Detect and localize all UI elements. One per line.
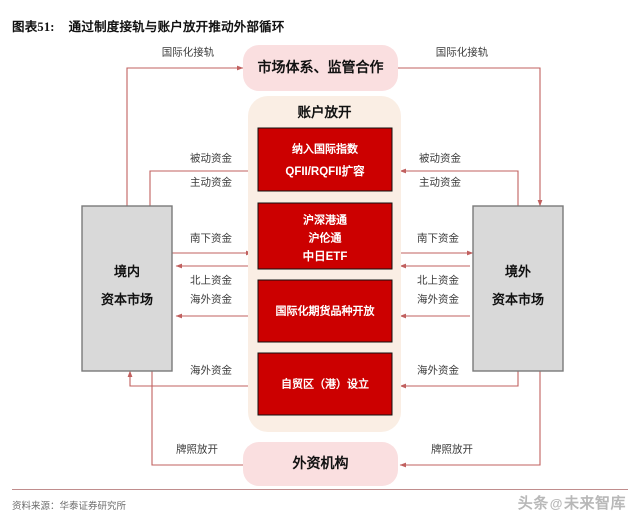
edge-label-bottom-left: 牌照放开: [176, 442, 218, 455]
center-box-4[interactable]: 自贸区（港）设立: [257, 352, 393, 416]
connector-left-overseas-low: [127, 370, 248, 387]
center-box-2-line-2: 沪伦通: [309, 231, 342, 245]
edge-label-right-overseas-mid: 海外资金: [417, 292, 459, 305]
watermark-right-text: 未来智库: [563, 495, 626, 512]
node-domestic-market[interactable]: 境内 资本市场: [81, 205, 173, 372]
watermark-at-icon: @: [549, 496, 563, 511]
center-box-4-line-1: 自贸区（港）设立: [281, 377, 369, 391]
node-top-pill[interactable]: 市场体系、监管合作: [243, 45, 398, 91]
edge-label-left-northbound: 北上资金: [190, 273, 232, 286]
edge-label-top-right: 国际化接轨: [436, 45, 489, 58]
center-box-2-line-3: 中日ETF: [303, 249, 348, 263]
watermark-left-text: 头条: [517, 495, 549, 512]
left-node-line-1: 境内: [114, 264, 140, 279]
top-pill-label: 市场体系、监管合作: [258, 59, 384, 76]
connector-right-overseas-low: [399, 371, 519, 389]
center-box-1-line-1: 纳入国际指数: [292, 142, 359, 156]
edge-label-right-northbound: 北上资金: [417, 273, 459, 286]
edge-label-left-active: 主动资金: [190, 175, 232, 188]
edge-label-left-southbound: 南下资金: [190, 231, 232, 244]
figure-number: 图表51:: [12, 20, 55, 34]
footer-divider: [12, 489, 628, 490]
node-overseas-market[interactable]: 境外 资本市场: [472, 205, 564, 372]
connector-left-passive-active: [149, 170, 253, 206]
edge-label-left-overseas-mid: 海外资金: [190, 292, 232, 305]
edge-label-layer: 国际化接轨 国际化接轨 被动资金 主动资金 被动资金 主动资金 南下资金 北上资…: [162, 45, 489, 455]
edge-label-right-passive: 被动资金: [419, 151, 461, 164]
center-box-3-line-1: 国际化期货品种开放: [276, 304, 376, 318]
flow-diagram: 市场体系、监管合作 账户放开 纳入国际指数 QFII/RQFII扩容 沪深港通 …: [0, 28, 640, 488]
right-node-line-1: 境外: [505, 264, 531, 279]
edge-label-bottom-right: 牌照放开: [431, 442, 473, 455]
node-bottom-pill[interactable]: 外资机构: [243, 442, 398, 486]
edge-label-right-overseas-low: 海外资金: [417, 363, 459, 376]
center-panel-title: 账户放开: [298, 104, 352, 120]
source-note: 资料来源：华泰证券研究所: [12, 502, 127, 512]
page-title: 图表51: 通过制度接轨与账户放开推动外部循环: [12, 16, 285, 35]
connector-top-left: [126, 65, 244, 206]
edge-label-top-left: 国际化接轨: [162, 45, 215, 58]
connector-bottom-left: [151, 371, 243, 466]
watermark: 头条@未来智库: [518, 492, 626, 513]
center-panel: 账户放开 纳入国际指数 QFII/RQFII扩容 沪深港通 沪伦通 中日ETF …: [248, 96, 401, 432]
figure-title-text: 通过制度接轨与账户放开推动外部循环: [68, 20, 285, 34]
right-node-line-2: 资本市场: [492, 292, 544, 307]
center-box-1-line-2: QFII/RQFII扩容: [285, 164, 365, 178]
center-box-1[interactable]: 纳入国际指数 QFII/RQFII扩容: [257, 127, 393, 192]
center-box-2[interactable]: 沪深港通 沪伦通 中日ETF: [257, 202, 393, 270]
bottom-pill-label: 外资机构: [293, 455, 349, 472]
connector-layer: [126, 65, 543, 468]
edge-label-right-southbound: 南下资金: [417, 231, 459, 244]
edge-label-right-active: 主动资金: [419, 175, 461, 188]
center-box-3[interactable]: 国际化期货品种开放: [257, 279, 393, 343]
edge-label-left-overseas-low: 海外资金: [190, 363, 232, 376]
left-node-line-2: 资本市场: [101, 292, 153, 307]
connector-bottom-right: [399, 371, 541, 468]
connector-top-right: [397, 67, 543, 207]
center-box-2-line-1: 沪深港通: [303, 213, 347, 227]
connector-right-passive-active: [399, 168, 519, 206]
edge-label-left-passive: 被动资金: [190, 151, 232, 164]
